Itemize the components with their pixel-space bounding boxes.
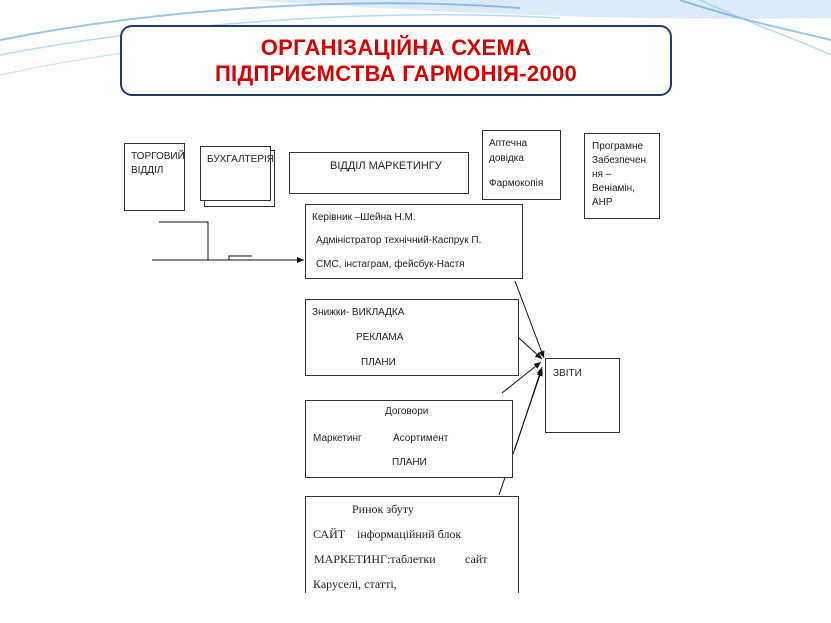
staff-admin: Адміністратор технічний-Каспрук П. (316, 235, 482, 246)
software-box: Програмне Забезпечен ня – Веніамін, АНР (584, 133, 660, 219)
marketing-department-box: ВІДДІЛ МАРКЕТИНГУ (289, 152, 469, 194)
software-label-3: ня – (592, 169, 612, 180)
pharmacy-reference-box: Аптечна довідка Фармокопія (482, 130, 561, 200)
promo-discounts: Знижки- ВИКЛАДКА (312, 307, 405, 318)
site-label: САЙТ (313, 527, 346, 541)
promo-plans: ПЛАНИ (361, 357, 396, 368)
marketing-department-label: ВІДДІЛ МАРКЕТИНГУ (330, 160, 442, 172)
promo-advertising: РЕКЛАМА (356, 332, 404, 343)
org-chart-canvas: ТОРГОВИЙ ВІДДІЛ БУХГАЛТЕРІЯ ВІДДІЛ МАРКЕ… (112, 111, 663, 593)
site-marketing-tabs: МАРКЕТИНГ:таблетки (314, 552, 436, 566)
site-market: Ринок збуту (352, 502, 414, 516)
software-label-1: Програмне (592, 141, 644, 152)
accounting-box: БУХГАЛТЕРІЯ (200, 146, 275, 201)
pharmacy-reference-label-1: Аптечна (489, 138, 528, 149)
site-info-block: інформаційний блок (357, 527, 462, 541)
staff-box: Керівник –Шейна Н.М. Адміністратор техні… (305, 204, 523, 279)
trade-department-label-2: ВІДДІЛ (131, 165, 164, 176)
marketing-assortment: Асортимент (393, 433, 449, 444)
trade-department-label-1: ТОРГОВИЙ (131, 151, 185, 162)
site-carousel: Каруселі, статті, (313, 577, 397, 591)
site-block-box (305, 496, 519, 593)
pharmacy-reference-label-3: Фармокопія (489, 178, 544, 189)
title-box: ОРГАНІЗАЦІЙНА СХЕМА ПІДПРИЄМСТВА ГАРМОНІ… (120, 25, 672, 96)
marketing-block-box (305, 400, 513, 478)
pharmacy-reference-label-2: довідка (489, 153, 524, 164)
staff-smm: СМС, інстаграм, фейсбук-Настя (316, 259, 465, 270)
marketing-root: Маркетинг (313, 433, 362, 444)
promo-box: Знижки- ВИКЛАДКА РЕКЛАМА ПЛАНИ (305, 299, 519, 376)
marketing-plans: ПЛАНИ (392, 457, 427, 468)
software-label-5: АНР (592, 197, 613, 208)
title-line-1: ОРГАНІЗАЦІЙНА СХЕМА (260, 34, 532, 60)
software-label-4: Веніамін, (592, 183, 635, 194)
title-line-2: ПІДПРИЄМСТВА ГАРМОНІЯ-2000 (214, 60, 578, 86)
site-word: сайт (465, 552, 488, 566)
software-label-2: Забезпечен (592, 155, 647, 166)
trade-department-box: ТОРГОВИЙ ВІДДІЛ (124, 143, 185, 211)
reports-label: ЗВІТИ (553, 368, 582, 379)
staff-head: Керівник –Шейна Н.М. (312, 212, 416, 223)
marketing-contracts: Договори (385, 406, 429, 417)
accounting-label: БУХГАЛТЕРІЯ (207, 154, 275, 165)
reports-box: ЗВІТИ (545, 358, 620, 433)
